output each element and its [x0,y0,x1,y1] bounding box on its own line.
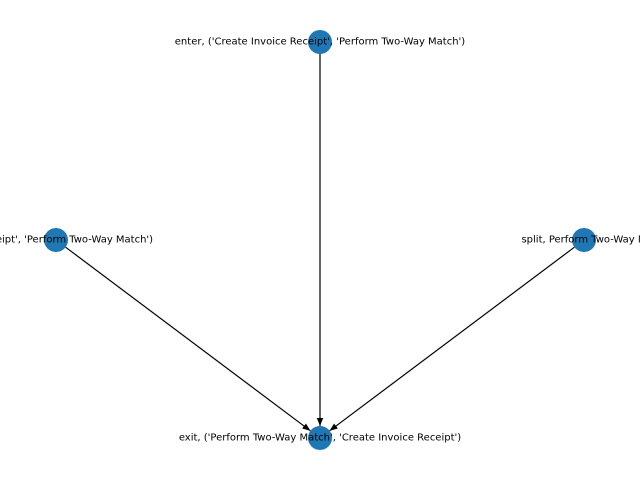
labels-layer: enter, ('Create Invoice Receipt', 'Perfo… [0,37,640,444]
node-label-enter: enter, ('Create Invoice Receipt', 'Perfo… [175,37,466,48]
nodes-layer [44,30,596,450]
node-split [572,228,596,252]
edges-layer [65,54,575,432]
node-label-left: (ce Receipt', 'Perform Two-Way Match') [0,235,153,246]
node-left [44,228,68,252]
node-enter [308,30,332,54]
edge-left-to-exit [65,246,311,432]
node-exit [308,426,332,450]
node-label-split: split, Perform Two-Way M [521,235,640,246]
node-label-exit: exit, ('Perform Two-Way Match', 'Create … [179,433,461,444]
edge-split-to-exit [329,246,575,432]
